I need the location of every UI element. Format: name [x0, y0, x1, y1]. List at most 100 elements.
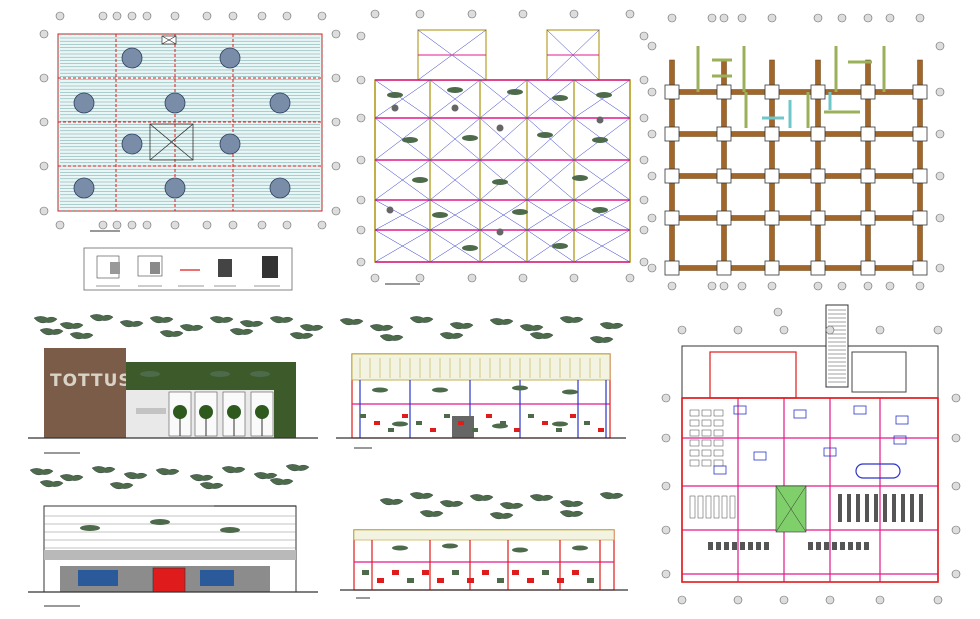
- roof-details-panel: [83, 247, 293, 291]
- frame-column: [451, 104, 459, 112]
- axis-bubble: [228, 220, 238, 230]
- furniture-mark: [374, 421, 380, 425]
- axis-bubble: [935, 213, 945, 223]
- cart-mark: [832, 542, 837, 550]
- skylight: [121, 47, 143, 69]
- island-counter: [855, 463, 901, 479]
- skylight: [73, 177, 95, 199]
- footing: [716, 210, 732, 226]
- rear-label: [220, 527, 240, 533]
- tree-shape: [529, 332, 554, 340]
- footing: [664, 126, 680, 142]
- cart-mark: [840, 542, 845, 550]
- plan-outer-wall: [681, 397, 939, 583]
- axis-bubble: [737, 13, 747, 23]
- foundation-beam: [667, 215, 925, 221]
- axis-bubble: [661, 433, 671, 443]
- shelf-unit: [701, 459, 712, 467]
- axis-bubble: [885, 281, 895, 291]
- footing: [764, 168, 780, 184]
- axis-bubble: [863, 281, 873, 291]
- room-fixture: [823, 447, 837, 457]
- plan-upper-rooms: [851, 351, 907, 393]
- frame-label: [552, 95, 568, 101]
- room-fixture: [713, 465, 727, 475]
- axis-bubble: [661, 481, 671, 491]
- cross-furniture: [497, 578, 504, 583]
- foundation-beams: [664, 59, 928, 276]
- cross-furniture: [392, 570, 399, 575]
- footing: [912, 126, 928, 142]
- ceiling-frame-plan: [356, 9, 649, 285]
- frame-brace: [374, 229, 431, 263]
- tree-shape: [39, 328, 64, 336]
- tree-shape: [489, 318, 514, 326]
- shelf-unit: [701, 449, 712, 457]
- axis-bubble: [518, 273, 528, 283]
- frame-brace: [429, 229, 481, 263]
- axis-bubble: [639, 225, 649, 235]
- checkout-rack: [847, 494, 851, 522]
- footing: [716, 126, 732, 142]
- cross-furniture: [572, 570, 579, 575]
- footing: [764, 260, 780, 276]
- axis-bubble: [837, 281, 847, 291]
- shelf-unit: [689, 409, 700, 417]
- axis-bubble: [356, 225, 366, 235]
- axis-bubble: [142, 220, 152, 230]
- footing: [860, 126, 876, 142]
- furniture-mark: [472, 428, 478, 432]
- cross-label: [392, 545, 408, 551]
- front-storefront-windows: [136, 371, 274, 437]
- furniture-mark: [556, 428, 562, 432]
- axis-bubble: [55, 220, 65, 230]
- checkout-rack: [865, 494, 869, 522]
- frame-label: [592, 137, 608, 143]
- tree-shape: [239, 320, 264, 328]
- cross-label: [512, 547, 528, 553]
- facade-brand-block: [44, 348, 126, 438]
- axis-bubble: [647, 41, 657, 51]
- section-interior: [352, 358, 610, 438]
- shelf-unit: [701, 419, 712, 427]
- rear-label: [150, 519, 170, 525]
- tree-shape: [589, 336, 614, 344]
- checkout-rack: [901, 494, 905, 522]
- cross-furniture: [422, 570, 429, 575]
- rear-elevation-trees: [29, 464, 310, 490]
- axis-bubble: [370, 9, 380, 19]
- frame-brace: [479, 79, 528, 119]
- frame-label: [552, 243, 568, 249]
- axis-bubble: [647, 129, 657, 139]
- furniture-mark: [500, 421, 506, 425]
- tree-shape: [189, 474, 214, 482]
- axis-bubble: [647, 87, 657, 97]
- cross-section-trees: [379, 492, 624, 520]
- cross-section: [340, 492, 628, 599]
- axis-bubble: [170, 220, 180, 230]
- axis-bubble: [625, 9, 635, 19]
- facade-label: [140, 371, 160, 377]
- axis-bubble: [331, 29, 341, 39]
- tree-shape: [489, 512, 514, 520]
- axis-bubble: [639, 113, 649, 123]
- section-trees: [339, 316, 624, 344]
- furniture-mark: [416, 421, 422, 425]
- tree-shape: [229, 328, 254, 336]
- tree-shape: [39, 480, 64, 488]
- axis-bubble: [569, 9, 579, 19]
- skylight: [121, 133, 143, 155]
- tree-shape: [369, 324, 394, 332]
- axis-bubble: [935, 41, 945, 51]
- axis-bubble: [39, 117, 49, 127]
- frame-label: [537, 132, 553, 138]
- footing: [664, 260, 680, 276]
- rear-elevation: [28, 464, 318, 607]
- roof-axis-bubbles: [39, 11, 341, 230]
- room-fixture: [853, 405, 867, 415]
- planter-tree: [199, 405, 213, 419]
- axis-bubble: [647, 263, 657, 273]
- axis-bubble: [202, 220, 212, 230]
- axis-bubble: [39, 206, 49, 216]
- floor-plan: [661, 304, 961, 605]
